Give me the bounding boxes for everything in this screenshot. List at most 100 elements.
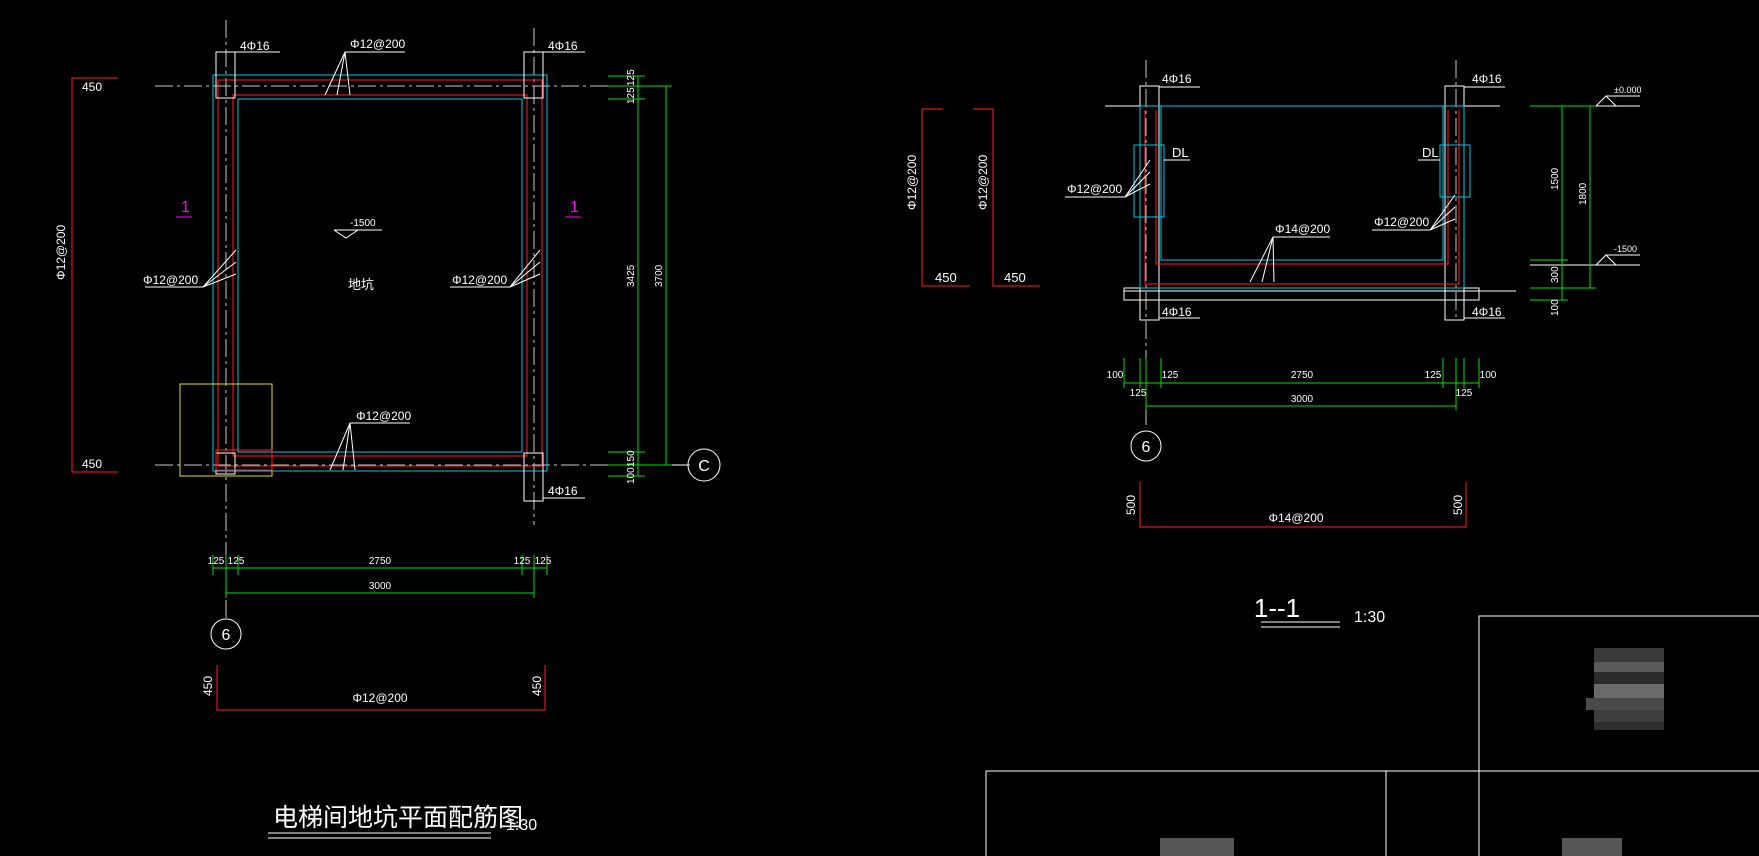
plan-column-box-rebar <box>215 449 273 471</box>
section-bar-floor-left-len: 500 <box>1124 495 1138 515</box>
plan-rebar-left-label: Φ12@200 <box>143 273 198 287</box>
title-block-frame-bottom <box>985 770 1759 856</box>
section-corner-tr: 4Φ16 <box>1472 72 1502 86</box>
plan-dim-h-125d: 125 <box>535 556 552 567</box>
plan-bar-left-bottom-len: 450 <box>82 457 102 471</box>
section-dim-h-100a: 100 <box>1107 370 1124 381</box>
section-level-bottom: -1500 <box>1614 244 1637 254</box>
plan-corner-tr-label: 4Φ16 <box>548 39 578 53</box>
plan-pit-level: -1500 <box>350 218 376 229</box>
section-dl-right-label: DL <box>1422 145 1439 160</box>
section-bar-floor-right-len: 500 <box>1451 495 1465 515</box>
section-corner-br: 4Φ16 <box>1472 305 1502 319</box>
plan-grid-bubble-6-label: 6 <box>222 627 231 644</box>
title-block-redacted-right <box>1562 838 1622 856</box>
section-dim-v-100: 100 <box>1550 299 1561 316</box>
section-dim-h2-3000: 3000 <box>1291 394 1314 405</box>
section-rebar-floor-label: Φ14@200 <box>1275 222 1330 236</box>
plan-dim-v-125a: 125 <box>626 69 637 86</box>
plan-bar-bottom-left-len: 450 <box>201 676 215 696</box>
section-dims-horizontal <box>1123 358 1480 410</box>
plan-grid-bubble-c-label: C <box>698 458 710 475</box>
plan-wall-inner <box>237 98 523 453</box>
plan-corner-br-label: 4Φ16 <box>548 484 578 498</box>
section-rebar-right-label: Φ12@200 <box>1374 215 1429 229</box>
plan-bar-left-label: Φ12@200 <box>54 225 68 280</box>
section-bar-left-len: 450 <box>935 270 957 285</box>
section-corner-bl: 4Φ16 <box>1162 305 1192 319</box>
plan-dim-h-2750: 2750 <box>369 556 392 567</box>
section-dim-v-300: 300 <box>1550 266 1561 283</box>
plan-grid-bubble-6 <box>210 618 242 650</box>
plan-bar-bottom-right-len: 450 <box>530 676 544 696</box>
section-grid-bubble-6 <box>1130 430 1162 462</box>
section-dim-h2-125b: 125 <box>1456 388 1473 399</box>
section-title-scale: 1:30 <box>1354 609 1385 626</box>
plan-dim-h-125a: 125 <box>208 556 225 567</box>
section-bar-right <box>973 108 1040 287</box>
section-title: 1--1 <box>1254 593 1300 623</box>
plan-dim-v-3425: 3425 <box>626 264 637 287</box>
plan-bar-bottom <box>216 665 546 711</box>
plan-leaders <box>145 51 585 499</box>
plan-rebar-top-label: Φ12@200 <box>350 37 405 51</box>
title-block-frame-right <box>1478 615 1759 856</box>
section-leaders <box>1065 159 1456 283</box>
section-rebar-left-label: Φ12@200 <box>1067 182 1122 196</box>
plan-grid-bubble-c <box>687 448 721 482</box>
section-dl-right <box>1439 144 1471 198</box>
plan-column-tl <box>215 51 236 99</box>
plan-column-box <box>179 383 273 477</box>
plan-bar-left-top-len: 450 <box>82 80 102 94</box>
section-dims-vertical <box>1530 105 1596 301</box>
section-bar-floor <box>1139 482 1467 528</box>
title-block-redacted-seal <box>1586 648 1664 730</box>
section-dl-left <box>1133 144 1165 218</box>
plan-dim-v-150: 150 <box>626 450 637 467</box>
plan-bar-bottom-label: Φ12@200 <box>352 691 407 705</box>
plan-dim-v-125b: 125 <box>626 87 637 104</box>
section-dim-v-1500: 1500 <box>1550 167 1561 190</box>
section-dl-left-label: DL <box>1172 145 1189 160</box>
plan-dim-h-125b: 125 <box>228 556 245 567</box>
plan-section-mark-right: 1 <box>570 199 579 216</box>
section-rebar-outer <box>1144 110 1460 285</box>
plan-title-scale: 1:30 <box>506 817 537 834</box>
section-dim-h-100b: 100 <box>1480 370 1497 381</box>
plan-dims-vertical <box>608 75 672 477</box>
plan-corner-tl-label: 4Φ16 <box>240 39 270 53</box>
plan-dim-h-125c: 125 <box>514 556 531 567</box>
plan-title: 电梯间地坑平面配筋图 <box>273 803 523 832</box>
section-dim-h-125a: 125 <box>1162 370 1179 381</box>
plan-dim-h-3000: 3000 <box>369 581 392 592</box>
plan-bar-left <box>71 77 118 473</box>
plan-dim-v-100: 100 <box>626 467 637 484</box>
section-grid-bubble-6-label: 6 <box>1142 439 1151 456</box>
section-outline-inner <box>1160 106 1444 261</box>
section-dim-v-1800: 1800 <box>1578 182 1589 205</box>
plan-column-br <box>523 452 544 502</box>
section-rebar-inner <box>1155 110 1449 265</box>
plan-dim-v-3700: 3700 <box>654 264 665 287</box>
plan-pit-label: 地坑 <box>348 278 374 293</box>
title-block-redacted-left <box>1160 838 1234 856</box>
plan-column-tr <box>523 51 544 99</box>
section-bar-right-len: 450 <box>1004 270 1026 285</box>
section-dim-h-125b: 125 <box>1425 370 1442 381</box>
title-block <box>985 615 1759 856</box>
section-level-top: ±0.000 <box>1614 85 1641 95</box>
section-corner-tl: 4Φ16 <box>1162 72 1192 86</box>
section-bar-right-label: Φ12@200 <box>976 155 990 210</box>
plan-rebar-bottom-label: Φ12@200 <box>356 409 411 423</box>
plan-view: 1 1 4Φ16 4Φ16 4Φ16 Φ12@200 Φ12@200 Φ12@2… <box>54 20 721 839</box>
section-dim-h2-125a: 125 <box>1130 388 1147 399</box>
plan-dims-horizontal <box>212 555 548 598</box>
section-bar-left-label: Φ12@200 <box>905 155 919 210</box>
section-bar-left <box>921 108 970 287</box>
section-level-marks <box>1530 95 1640 266</box>
section-view: Φ12@200 450 Φ12@200 450 DL DL 4Φ16 4Φ16 … <box>905 60 1641 628</box>
section-base-slab <box>1123 287 1480 301</box>
section-bar-floor-label: Φ14@200 <box>1268 511 1323 525</box>
plan-rebar-outer <box>217 79 543 467</box>
